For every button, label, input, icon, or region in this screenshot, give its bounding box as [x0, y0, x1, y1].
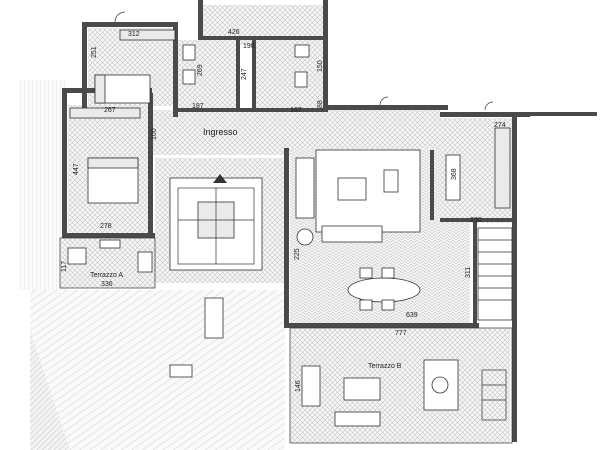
- label-terrazzo-a: Terrazzo A: [90, 272, 123, 279]
- dim-190: 190: [243, 43, 255, 50]
- dim-269: 269: [197, 64, 204, 76]
- dim-146: 146: [295, 380, 302, 392]
- dim-251: 251: [91, 46, 98, 58]
- dim-777: 777: [395, 330, 407, 337]
- dim-278: 278: [100, 223, 112, 230]
- room-labels: Ingresso Terrazzo A Terrazzo B: [90, 127, 402, 370]
- dimension-labels: 312 426 190 187 167 267 278 336 274 230 …: [61, 29, 506, 392]
- dim-368: 368: [451, 168, 458, 180]
- dim-267: 267: [104, 107, 116, 114]
- dim-88: 88: [317, 100, 324, 108]
- dim-247: 247: [241, 68, 248, 80]
- dim-426: 426: [228, 29, 240, 36]
- exterior-ground: [20, 80, 285, 450]
- dim-312: 312: [128, 31, 140, 38]
- central-stair: [169, 174, 263, 271]
- dim-639: 639: [406, 312, 418, 319]
- dim-187: 187: [192, 103, 204, 110]
- furniture: [67, 11, 511, 427]
- dim-150: 150: [317, 60, 324, 72]
- dim-230: 230: [470, 217, 482, 224]
- dim-117: 117: [61, 261, 68, 272]
- exterior-stair: [477, 227, 513, 421]
- dim-336: 336: [101, 281, 113, 288]
- dim-447: 447: [73, 163, 80, 175]
- dim-100: 100: [151, 128, 158, 140]
- label-terrazzo-b: Terrazzo B: [368, 363, 402, 370]
- dim-311: 311: [465, 267, 472, 278]
- label-ingresso: Ingresso: [203, 127, 238, 137]
- dim-274: 274: [494, 122, 506, 129]
- dim-225: 225: [294, 248, 301, 260]
- dim-167: 167: [290, 107, 302, 114]
